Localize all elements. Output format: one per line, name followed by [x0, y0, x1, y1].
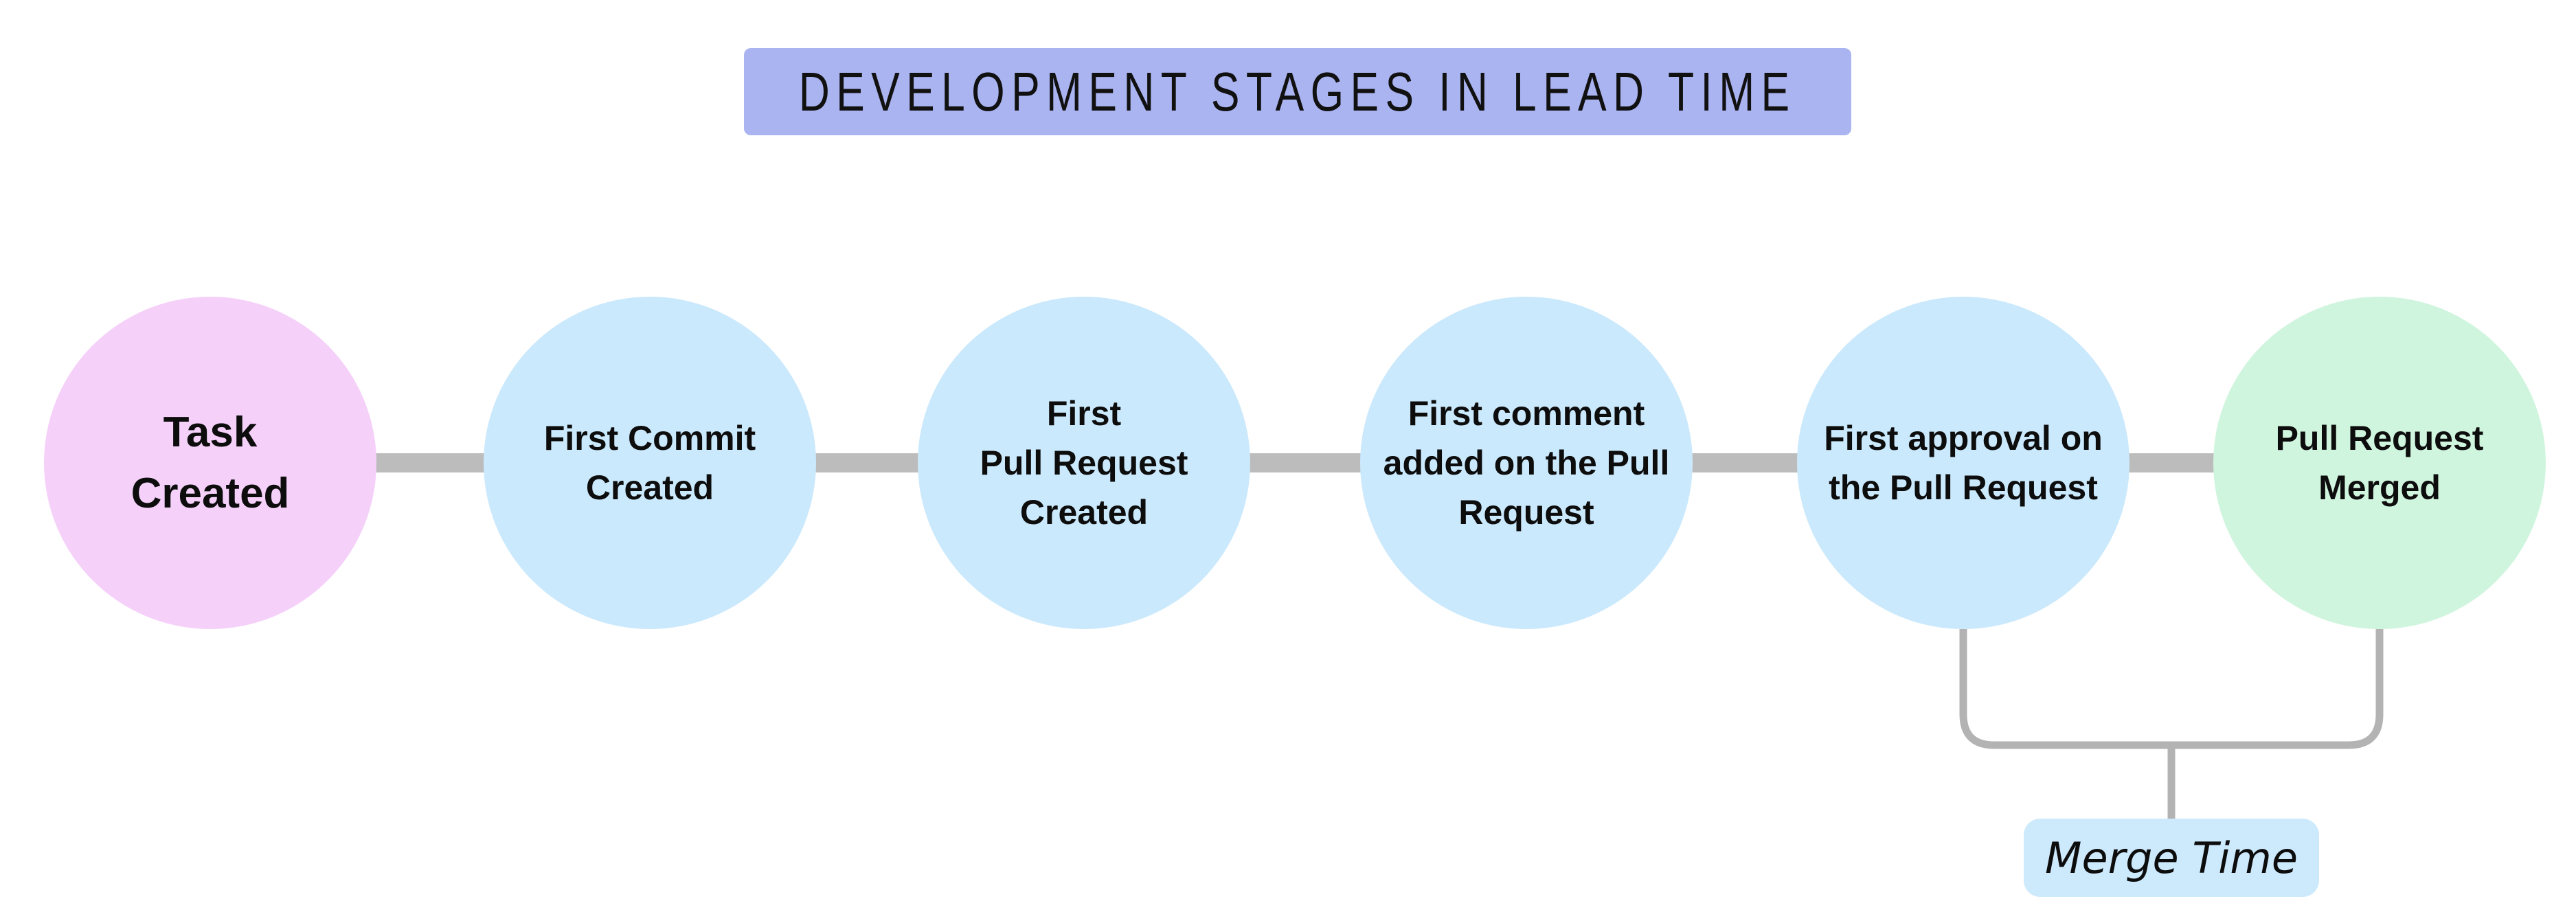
stage-node-first-comment-added: First comment added on the Pull Request — [1360, 297, 1693, 629]
title-banner: DEVELOPMENT STAGES IN LEAD TIME — [744, 48, 1851, 135]
stage-label: First approval on the Pull Request — [1824, 419, 2103, 507]
stage-node-first-approval: First approval on the Pull Request — [1797, 297, 2129, 629]
merge-time-label: Merge Time — [2045, 832, 2298, 883]
stage-node-task-created: Task Created — [44, 297, 376, 629]
stage-node-pull-request-merged: Pull Request Merged — [2213, 297, 2546, 629]
stage-node-first-commit-created: First Commit Created — [484, 297, 816, 629]
stage-label: First Pull Request Created — [980, 394, 1188, 532]
stage-node-first-pull-request-created: First Pull Request Created — [918, 297, 1250, 629]
stage-label: First Commit Created — [543, 419, 756, 507]
stage-label: First comment added on the Pull Request — [1383, 394, 1670, 532]
stage-label: Task Created — [131, 408, 290, 517]
merge-time-box: Merge Time — [2024, 819, 2319, 897]
stage-label: Pull Request Merged — [2275, 419, 2484, 507]
page-title: DEVELOPMENT STAGES IN LEAD TIME — [799, 60, 1796, 122]
bracket-path — [1959, 629, 2384, 749]
